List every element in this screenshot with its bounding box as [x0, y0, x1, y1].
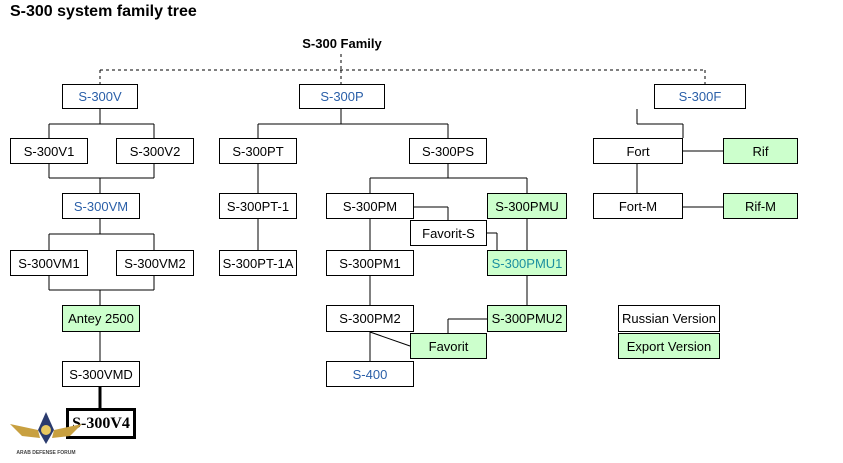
node-s300pmu: S-300PMU: [487, 193, 567, 219]
node-s300pm1: S-300PM1: [326, 250, 414, 276]
page-title: S-300 system family tree: [10, 3, 197, 20]
node-s300pt1: S-300PT-1: [219, 193, 297, 219]
node-s300vm: S-300VM: [62, 193, 140, 219]
node-favorit: Favorit: [410, 333, 487, 359]
node-antey-2500: Antey 2500: [62, 305, 140, 332]
node-s300v4: S-300V4: [66, 408, 136, 439]
node-fort: Fort: [593, 138, 683, 164]
node-s300v1: S-300V1: [10, 138, 88, 164]
node-s300pm: S-300PM: [326, 193, 414, 219]
node-rif: Rif: [723, 138, 798, 164]
node-s300pmu1: S-300PMU1: [487, 250, 567, 276]
legend-export-version: Export Version: [618, 333, 720, 359]
node-s300p: S-300P: [299, 84, 385, 109]
node-s300pt1a: S-300PT-1A: [219, 250, 297, 276]
node-s300ps: S-300PS: [409, 138, 487, 164]
legend-russian-version: Russian Version: [618, 305, 720, 332]
node-s300vm1: S-300VM1: [10, 250, 88, 276]
node-s300v2: S-300V2: [116, 138, 194, 164]
node-fort-m: Fort-M: [593, 193, 683, 219]
logo-text: ARAB DEFENSE FORUM: [16, 450, 75, 456]
node-s300vmd: S-300VMD: [62, 361, 140, 387]
node-s300v: S-300V: [62, 84, 138, 109]
node-favorit-s: Favorit-S: [410, 220, 487, 246]
node-s400: S-400: [326, 361, 414, 387]
node-rif-m: Rif-M: [723, 193, 798, 219]
node-s300f: S-300F: [654, 84, 746, 109]
node-s300vm2: S-300VM2: [116, 250, 194, 276]
node-s300pt: S-300PT: [219, 138, 297, 164]
node-s300pmu2: S-300PMU2: [487, 305, 567, 332]
family-root-label: S-300 Family: [302, 36, 382, 51]
node-s300pm2: S-300PM2: [326, 305, 414, 332]
forum-logo: ARAB DEFENSE FORUM: [10, 412, 82, 456]
